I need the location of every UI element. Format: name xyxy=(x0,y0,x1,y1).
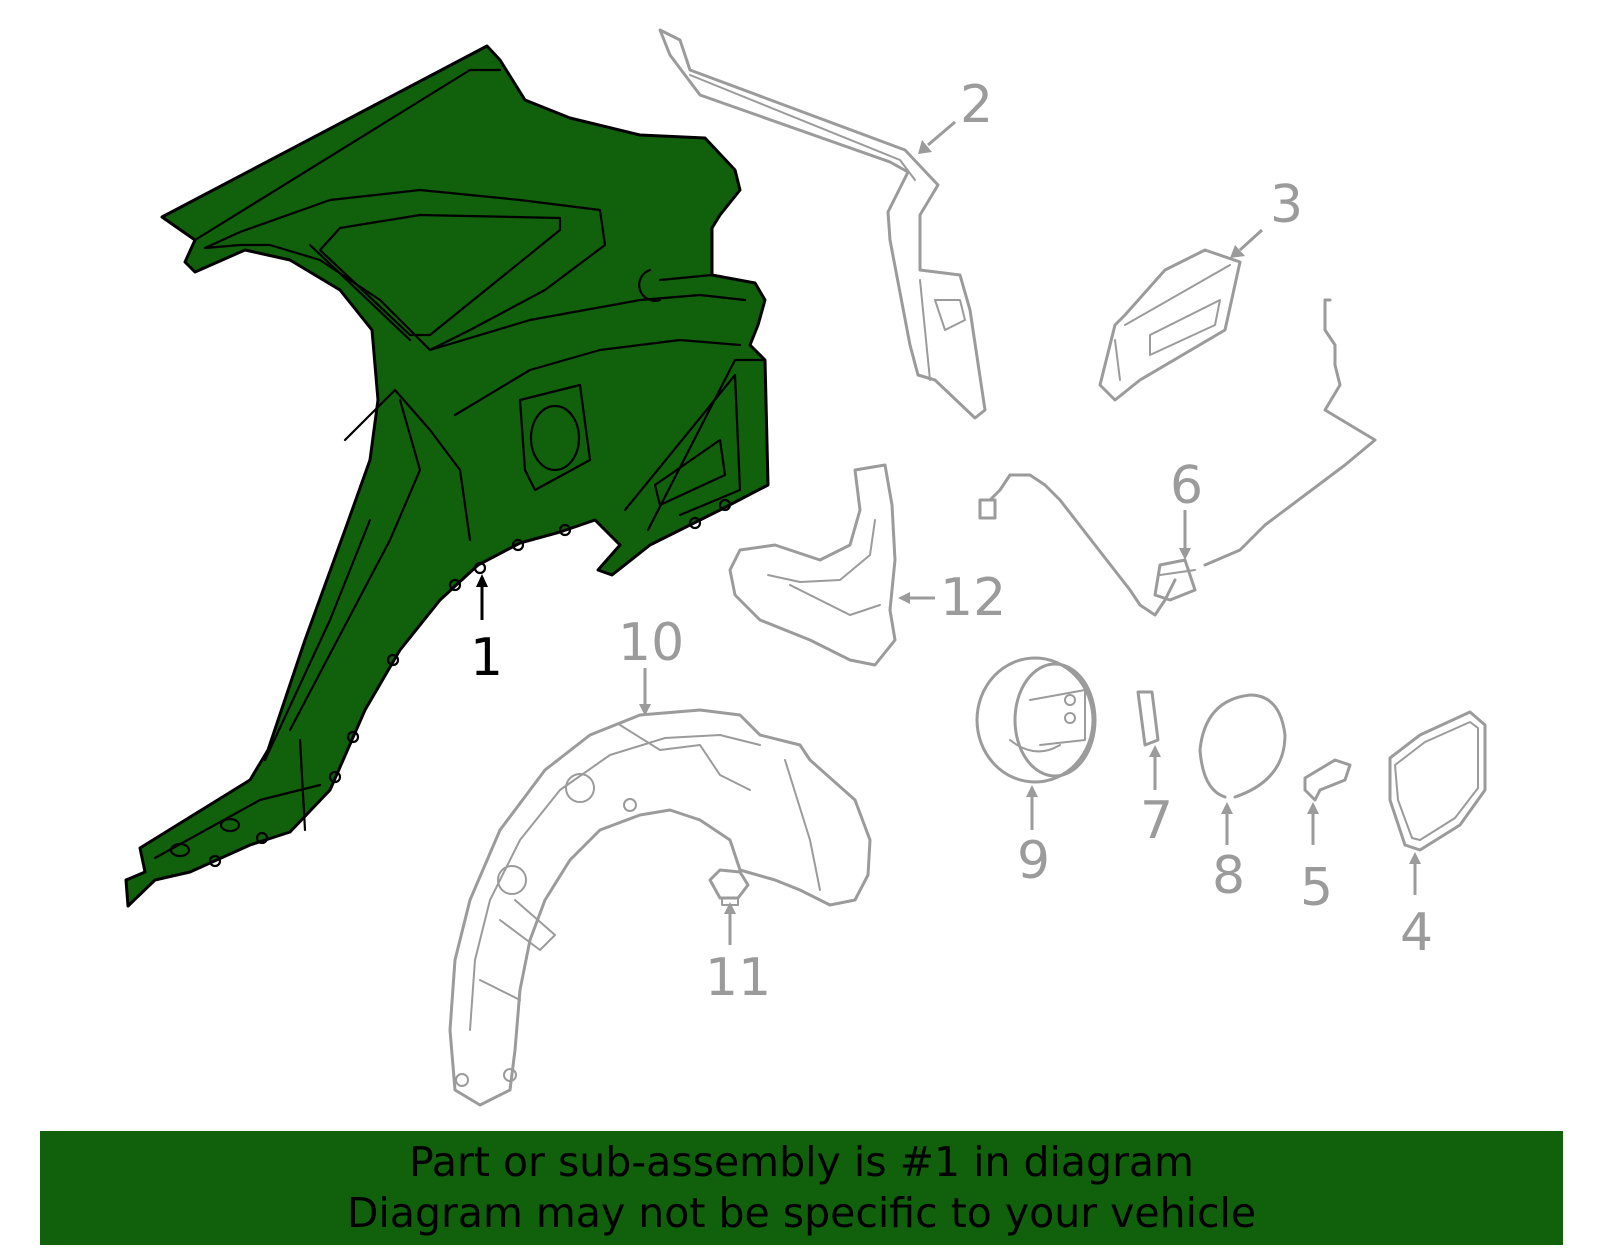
callout-12: 12 xyxy=(940,568,1006,628)
part-11-clip[interactable] xyxy=(708,868,750,906)
callout-3: 3 xyxy=(1270,175,1303,235)
callout-4: 4 xyxy=(1400,903,1433,963)
part-10-wheel-liner[interactable] xyxy=(448,708,872,1107)
leader-arrows xyxy=(476,120,1421,945)
part-4-fuel-door[interactable] xyxy=(1388,710,1487,852)
part-3-bracket[interactable] xyxy=(1098,248,1242,402)
part-2-reinforcement[interactable] xyxy=(658,28,987,420)
callout-11: 11 xyxy=(705,948,771,1008)
callout-5: 5 xyxy=(1300,858,1333,918)
part-5-hinge[interactable] xyxy=(1303,758,1352,802)
banner-line-2: Diagram may not be specific to your vehi… xyxy=(346,1189,1257,1237)
callout-1: 1 xyxy=(470,628,503,688)
callout-8: 8 xyxy=(1212,846,1245,906)
callout-7: 7 xyxy=(1140,791,1173,851)
callout-6: 6 xyxy=(1170,456,1203,516)
part-9-filler-housing[interactable] xyxy=(975,656,1097,784)
callout-2: 2 xyxy=(960,75,993,135)
part-1-quarter-panel[interactable] xyxy=(124,44,770,908)
callout-9: 9 xyxy=(1017,831,1050,891)
callout-10: 10 xyxy=(618,613,684,673)
info-banner: Part or sub-assembly is #1 in diagram Di… xyxy=(40,1131,1563,1245)
banner-line-1: Part or sub-assembly is #1 in diagram xyxy=(409,1138,1194,1186)
part-6-actuator-cable[interactable] xyxy=(978,298,1377,617)
part-8-seal-ring[interactable] xyxy=(1198,693,1287,799)
part-12-mud-flap[interactable] xyxy=(728,463,897,667)
part-7-plate[interactable] xyxy=(1136,690,1160,747)
